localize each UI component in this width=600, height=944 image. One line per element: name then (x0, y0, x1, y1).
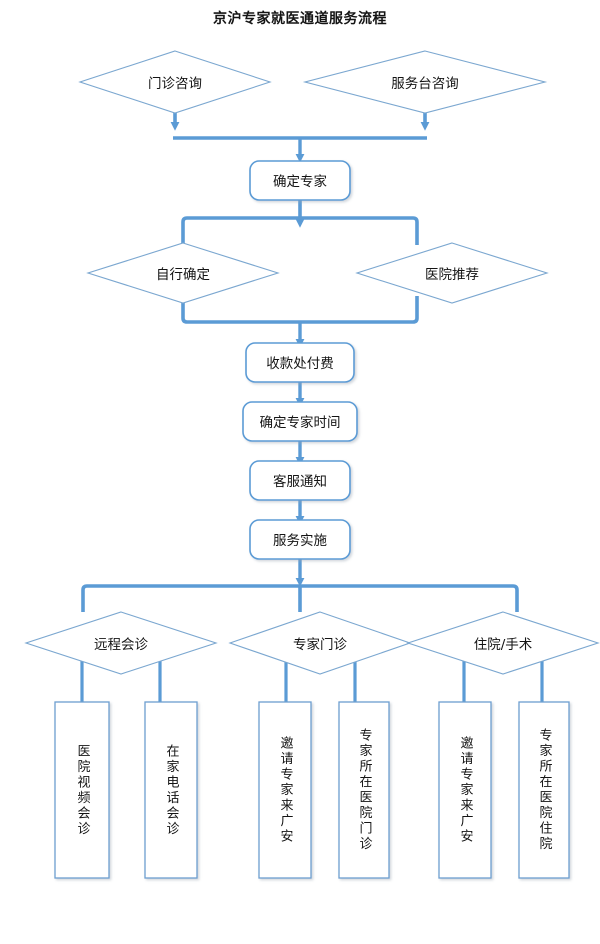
node-service-exec[interactable] (249, 519, 351, 560)
page-title: 京沪专家就医通道服务流程 (213, 11, 387, 27)
node-payment[interactable] (245, 342, 355, 383)
node-leaf-5[interactable] (438, 701, 492, 879)
node-entry-left[interactable] (78, 50, 272, 114)
connectors (80, 108, 544, 702)
node-leaf-1[interactable] (54, 701, 110, 879)
node-entry-right[interactable] (302, 50, 548, 114)
edge-split-bar-level3 (181, 216, 419, 245)
edge-merge-bar-level3 (181, 296, 419, 324)
node-branch-self[interactable] (86, 242, 280, 304)
node-expert-clinic[interactable] (228, 611, 412, 675)
node-branch-hospital[interactable] (355, 242, 549, 304)
node-confirm-expert[interactable] (249, 160, 351, 201)
node-leaf-3[interactable] (258, 701, 312, 879)
node-leaf-6[interactable] (518, 701, 570, 879)
node-leaf-4[interactable] (338, 701, 390, 879)
node-remote-consult[interactable] (24, 611, 218, 675)
node-inpatient-surgery[interactable] (406, 611, 600, 675)
node-leaf-2[interactable] (144, 701, 198, 879)
node-confirm-time[interactable] (242, 401, 358, 442)
node-service-notice[interactable] (249, 460, 351, 501)
